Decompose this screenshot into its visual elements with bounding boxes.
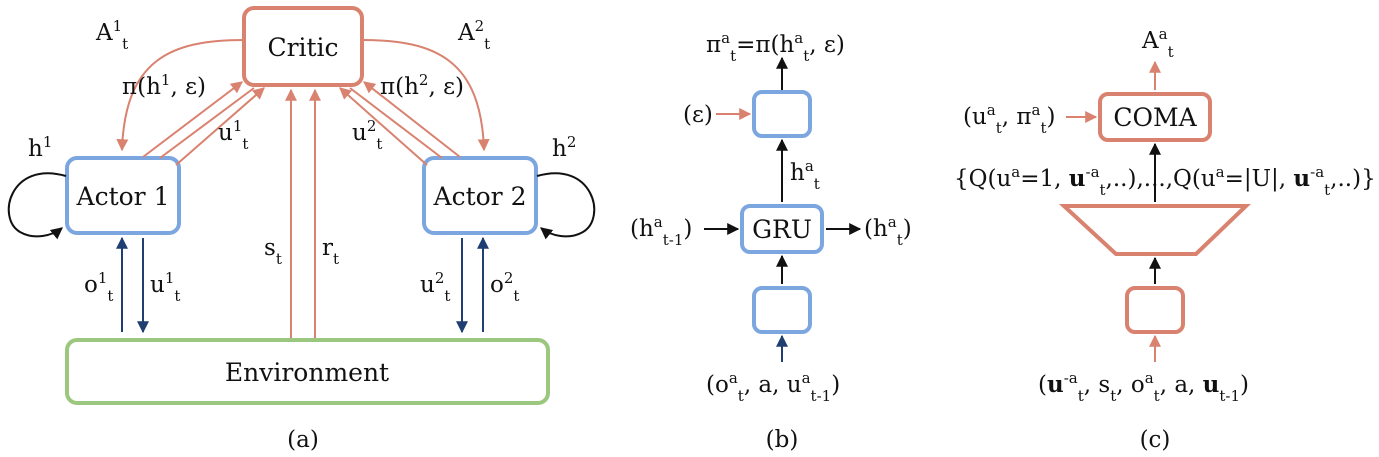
critic-input-layer-box — [1125, 286, 1185, 334]
pi2-label: π(h2, ε) — [380, 71, 464, 100]
critic-label: Critic — [267, 33, 338, 62]
actor2-u-arrow — [339, 87, 428, 166]
u1-up-label: u1t — [218, 117, 248, 153]
critic-box — [242, 6, 364, 87]
actor-input-label: (oat, a, uat-1) — [706, 369, 840, 405]
gru-box — [740, 204, 824, 254]
h-mid-label: hat — [790, 157, 820, 193]
coma-side-input-label: (uat, πat) — [963, 101, 1056, 137]
critic-to-actor2-arrow — [361, 39, 490, 152]
panel-b: πat=π(hat, ε) (ε) hat GRU (hat-1) (hat) … — [630, 29, 912, 453]
actor2-u-line — [349, 87, 443, 159]
gru-label: GRU — [752, 215, 812, 244]
A2-label: A2t — [457, 17, 490, 53]
h1-label: h1 — [28, 133, 52, 162]
epsilon-label: (ε) — [683, 102, 713, 128]
s-label: st — [264, 235, 282, 268]
actor1-box — [65, 156, 181, 235]
coma-label: COMA — [1113, 103, 1197, 132]
critic-to-actor1-arrow — [116, 39, 245, 152]
actor1-u-arrow — [175, 87, 265, 166]
environment-label: Environment — [225, 358, 389, 387]
coma-box — [1098, 92, 1212, 142]
actor2-label: Actor 2 — [433, 182, 527, 211]
h-in-label: (hat-1) — [630, 213, 692, 249]
h-out-label: (hat) — [864, 213, 912, 249]
actor1-label: Actor 1 — [76, 182, 170, 211]
h2-loop-arrow — [536, 172, 596, 240]
critic-network-trapezoid — [1058, 204, 1251, 256]
o2-label: o2t — [490, 269, 519, 305]
actor2-box — [422, 156, 538, 235]
bottom-layer-box — [752, 286, 812, 334]
pi1-label: π(h1, ε) — [122, 71, 206, 100]
r-label: rt — [322, 235, 339, 268]
actor1-pi-arrow — [142, 81, 243, 158]
u2-up-label: u2t — [352, 117, 382, 153]
actor2-pi-arrow — [363, 81, 461, 158]
actor1-u-line — [159, 87, 255, 159]
u2-down-label: u2t — [420, 269, 450, 305]
h1-loop-arrow — [7, 172, 67, 240]
policy-output-label: πat=π(hat, ε) — [706, 29, 845, 65]
top-layer-box — [752, 90, 812, 138]
panel-a: Critic Actor 1 Actor 2 Environment — [7, 6, 596, 453]
environment-box — [65, 338, 550, 405]
q-values-label: {Q(ua=1, u-at,..),...,Q(ua=|U|, u-at,..)… — [954, 163, 1376, 199]
u1-down-label: u1t — [150, 269, 180, 305]
A1-label: A1t — [95, 17, 128, 53]
critic-input-label: (u-at, st, oat, a, ut-1) — [1038, 369, 1249, 405]
caption-a: (a) — [287, 427, 319, 453]
o1-label: o1t — [84, 269, 113, 305]
advantage-label: Aat — [1141, 25, 1174, 61]
caption-b: (b) — [766, 427, 799, 453]
panel-c: Aat COMA (uat, πat) {Q(ua=1, u-at,..),..… — [954, 25, 1376, 453]
h2-label: h2 — [552, 133, 576, 162]
caption-c: (c) — [1140, 427, 1171, 453]
